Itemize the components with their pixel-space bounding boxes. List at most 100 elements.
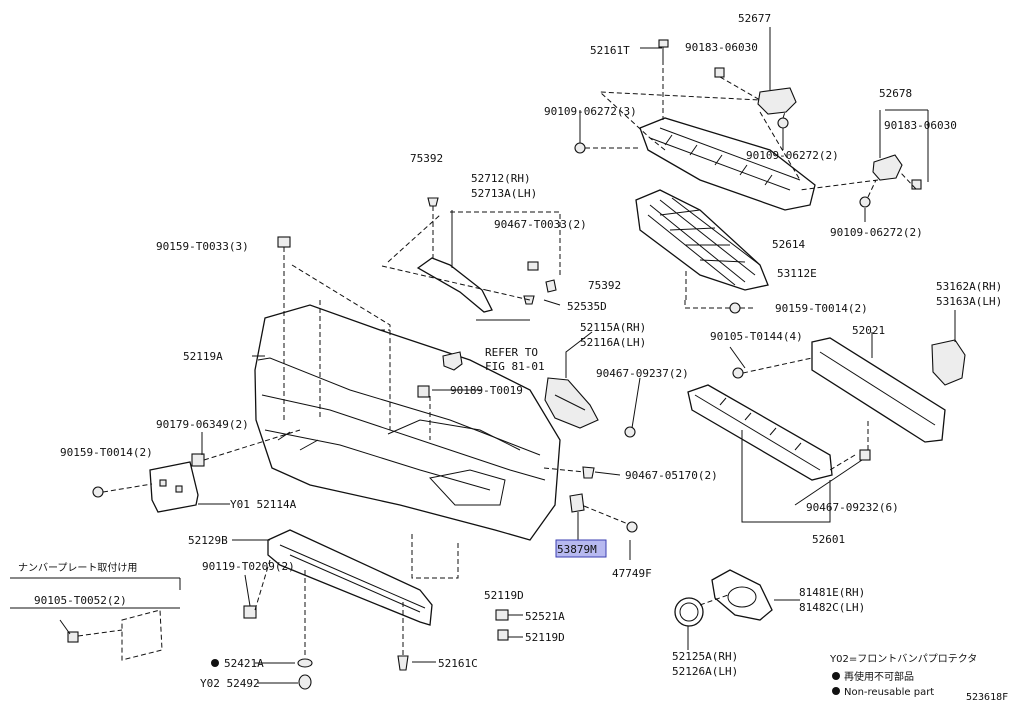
label-81482C: 81482C(LH) xyxy=(799,601,865,614)
label-52119D-b: 52119D xyxy=(525,631,565,644)
label-52713A: 52713A(LH) xyxy=(471,187,537,200)
label-52535D: 52535D xyxy=(567,300,607,313)
label-52677: 52677 xyxy=(738,12,771,25)
legend-dot-en xyxy=(832,687,840,695)
clip-52161C[interactable] xyxy=(397,655,409,671)
clip-52119D[interactable] xyxy=(497,629,509,641)
clip-90467-05170[interactable] xyxy=(582,466,595,479)
label-90183-b: 90183-06030 xyxy=(884,119,957,132)
bolt-90105-T0052[interactable] xyxy=(67,631,79,643)
label-75392-a: 75392 xyxy=(410,152,443,165)
screw-90109-b[interactable] xyxy=(777,117,789,129)
label-53163A: 53163A(LH) xyxy=(936,295,1002,308)
legend-non-reusable-en: Non-reusable part xyxy=(844,687,934,698)
nut-90467-T0033[interactable] xyxy=(527,261,539,271)
clip-75392-a[interactable] xyxy=(427,197,439,207)
absorber-52601[interactable] xyxy=(687,384,833,481)
label-90159-b: 90159-T0014(2) xyxy=(775,302,868,315)
plate-bracket-52114A[interactable] xyxy=(149,461,199,513)
label-52114A: Y01 52114A xyxy=(230,498,297,511)
screw-52161T[interactable] xyxy=(658,39,669,60)
label-90105-b: 90105-T0052(2) xyxy=(34,594,127,607)
label-52116A: 52116A(LH) xyxy=(580,336,646,349)
lower-grille-53112E[interactable] xyxy=(635,189,769,291)
bracket-52677[interactable] xyxy=(757,87,797,115)
label-90109-c: 90109-06272(2) xyxy=(830,226,923,239)
refer-line-1: REFER TO xyxy=(485,346,538,359)
label-52126A: 52126A(LH) xyxy=(672,665,738,678)
label-90183-a: 90183-06030 xyxy=(685,41,758,54)
label-53879M[interactable]: 53879M xyxy=(557,543,597,556)
label-52161T: 52161T xyxy=(590,44,630,57)
label-90109-b: 90109-06272(2) xyxy=(746,149,839,162)
bracket-52678[interactable] xyxy=(872,154,903,181)
reinforcement-52021[interactable] xyxy=(811,337,946,443)
label-52712: 52712(RH) xyxy=(471,172,531,185)
bracket-52115A[interactable] xyxy=(544,377,599,429)
label-75392-b: 75392 xyxy=(588,279,621,292)
screw-90109-a[interactable] xyxy=(574,142,586,154)
label-90105-a: 90105-T0144(4) xyxy=(710,330,803,343)
clip-90183-a[interactable] xyxy=(714,67,725,78)
legend-non-reusable-jp: 再使用不可部品 xyxy=(844,670,914,683)
label-52115A: 52115A(RH) xyxy=(580,321,646,334)
screw-90109-c[interactable] xyxy=(859,196,871,208)
legend-dot-jp xyxy=(832,672,840,680)
protector-52492[interactable] xyxy=(298,674,312,690)
label-53112E: 53112E xyxy=(777,267,817,280)
label-52601: 52601 xyxy=(812,533,845,546)
bracket-53162A[interactable] xyxy=(931,339,966,386)
label-52119D-a: 52119D xyxy=(484,589,524,602)
label-52161C: 52161C xyxy=(438,657,478,670)
label-52119A: 52119A xyxy=(183,350,223,363)
bolt-90105-T0144[interactable] xyxy=(732,367,744,379)
label-52129B: 52129B xyxy=(188,534,228,547)
nut-90467-09232[interactable] xyxy=(859,449,871,461)
highlight-53879M xyxy=(555,539,607,558)
label-90467-d: 90467-09232(6) xyxy=(806,501,899,514)
label-52678: 52678 xyxy=(879,87,912,100)
upper-grille-52614[interactable] xyxy=(639,117,816,211)
plate-outline xyxy=(121,609,163,661)
label-52492: Y02 52492 xyxy=(200,677,260,690)
bracket-53879M[interactable] xyxy=(569,493,585,513)
clip-47749F[interactable] xyxy=(626,521,638,533)
bolt-90159-T0014-a[interactable] xyxy=(92,486,104,498)
label-plate-mount: ナンバープレート取付け用 xyxy=(18,561,137,574)
label-90119: 90119-T0209(2) xyxy=(202,560,295,573)
clip-90189[interactable] xyxy=(417,385,430,398)
label-90159-c: 90159-T0014(2) xyxy=(60,446,153,459)
label-90467-c: 90467-05170(2) xyxy=(625,469,718,482)
bolt-90159-T0033[interactable] xyxy=(277,236,291,248)
label-90467-b: 90467-09237(2) xyxy=(596,367,689,380)
label-53162A: 53162A(RH) xyxy=(936,280,1002,293)
clip-90179[interactable] xyxy=(191,453,205,467)
clip-52521A[interactable] xyxy=(495,609,509,621)
clip-90183-b[interactable] xyxy=(911,179,922,190)
label-81481E: 81481E(RH) xyxy=(799,586,865,599)
fig-ref-part[interactable] xyxy=(442,351,463,371)
fog-cover-81481E[interactable] xyxy=(711,569,773,621)
label-90179: 90179-06349(2) xyxy=(156,418,249,431)
label-90189: 90189-T0019 xyxy=(450,384,523,397)
label-47749F: 47749F xyxy=(612,567,652,580)
bolt-90159-T0014-b[interactable] xyxy=(729,302,741,314)
figure-id: 523618F xyxy=(966,692,1008,703)
fog-ring-52125A[interactable] xyxy=(674,597,704,627)
label-52125A: 52125A(RH) xyxy=(672,650,738,663)
screw-90119[interactable] xyxy=(243,605,257,619)
label-90467-a: 90467-T0033(2) xyxy=(494,218,587,231)
bumper-cover-52119A[interactable] xyxy=(254,304,561,541)
clip-90467-09237[interactable] xyxy=(624,426,636,438)
label-52521A: 52521A xyxy=(525,610,565,623)
legend-y02: Y02=フロントバンパプロテクタ xyxy=(829,653,977,665)
label-90159-a: 90159-T0033(3) xyxy=(156,240,249,253)
lower-panel-52129B[interactable] xyxy=(267,529,433,626)
seal-52421A[interactable] xyxy=(297,658,313,668)
non-reusable-mark-52421A xyxy=(211,659,219,667)
label-52614: 52614 xyxy=(772,238,805,251)
label-52021: 52021 xyxy=(852,324,885,337)
clip-75392-b[interactable] xyxy=(545,279,557,293)
cover-52712[interactable] xyxy=(416,257,493,313)
